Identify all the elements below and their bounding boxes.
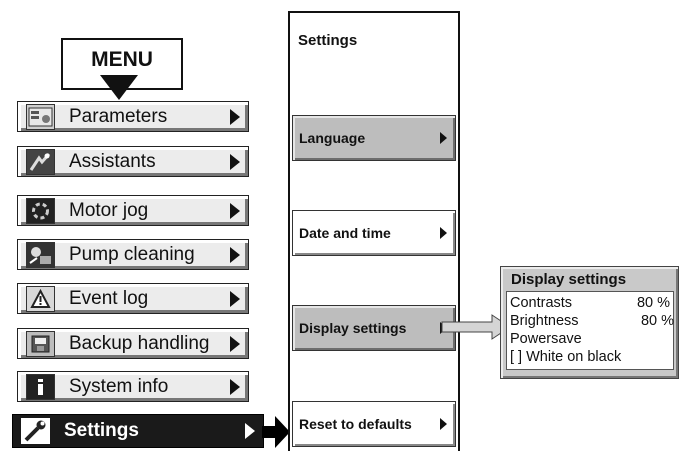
settings-item-reset-defaults[interactable]: Reset to defaults <box>292 401 456 447</box>
menu-item-event-log[interactable]: Event log <box>17 283 249 314</box>
menu-item-pump-cleaning[interactable]: Pump cleaning <box>17 239 249 270</box>
chevron-right-icon <box>230 378 240 395</box>
settings-title: Settings <box>298 32 358 49</box>
contrasts-label: Contrasts <box>510 295 573 311</box>
wrench-icon <box>21 418 50 444</box>
chevron-right-icon <box>440 418 447 430</box>
menu-item-backup-handling[interactable]: Backup handling <box>17 328 249 359</box>
menu-item-assistants[interactable]: Assistants <box>17 146 249 177</box>
chevron-right-icon <box>230 290 240 307</box>
menu-item-parameters[interactable]: Parameters <box>17 101 249 132</box>
chevron-right-icon <box>230 335 240 352</box>
menu-pointer-arrow <box>100 75 138 100</box>
chevron-right-icon <box>245 423 255 439</box>
menu-item-label: Motor jog <box>69 199 149 221</box>
menu-item-label: Event log <box>69 287 149 309</box>
menu-item-label: Backup handling <box>69 332 210 354</box>
event-log-icon <box>26 285 55 312</box>
menu-item-label: System info <box>69 375 169 397</box>
chevron-right-icon <box>230 153 240 170</box>
chevron-right-icon <box>440 227 447 239</box>
menu-item-motor-jog[interactable]: Motor jog <box>17 195 249 226</box>
contrasts-value: 80 % <box>636 295 670 311</box>
pointer-arrow <box>262 416 290 448</box>
menu-item-label: Parameters <box>69 105 168 127</box>
settings-item-label: Reset to defaults <box>299 416 412 432</box>
system-info-icon <box>26 373 55 400</box>
settings-item-label: Date and time <box>299 225 391 241</box>
assistants-icon <box>26 148 55 175</box>
parameters-icon <box>26 103 55 130</box>
menu-title: MENU <box>91 48 153 71</box>
settings-item-date-time[interactable]: Date and time <box>292 210 456 256</box>
powersave-label: Powersave <box>510 331 582 347</box>
chevron-right-icon <box>230 246 240 263</box>
brightness-value: 80 % <box>640 313 674 329</box>
menu-item-label: Assistants <box>69 150 156 172</box>
menu-item-label: Settings <box>64 420 139 441</box>
popup-title: Display settings <box>511 271 627 288</box>
white-on-black-option[interactable]: [ ] White on black <box>510 349 622 365</box>
settings-item-label: Language <box>299 130 366 146</box>
pump-cleaning-icon <box>26 241 55 268</box>
backup-icon <box>26 330 55 357</box>
menu-item-label: Pump cleaning <box>69 243 195 265</box>
settings-item-language[interactable]: Language <box>292 115 456 161</box>
menu-item-settings[interactable]: Settings <box>12 414 264 448</box>
settings-item-display-settings[interactable]: Display settings <box>292 305 456 351</box>
menu-item-system-info[interactable]: System info <box>17 371 249 402</box>
popup-content <box>506 291 674 370</box>
motor-jog-icon <box>26 197 55 224</box>
chevron-right-icon <box>230 202 240 219</box>
chevron-right-icon <box>440 132 447 144</box>
settings-item-label: Display settings <box>299 320 407 336</box>
brightness-label: Brightness <box>510 313 579 329</box>
chevron-right-icon <box>230 108 240 125</box>
